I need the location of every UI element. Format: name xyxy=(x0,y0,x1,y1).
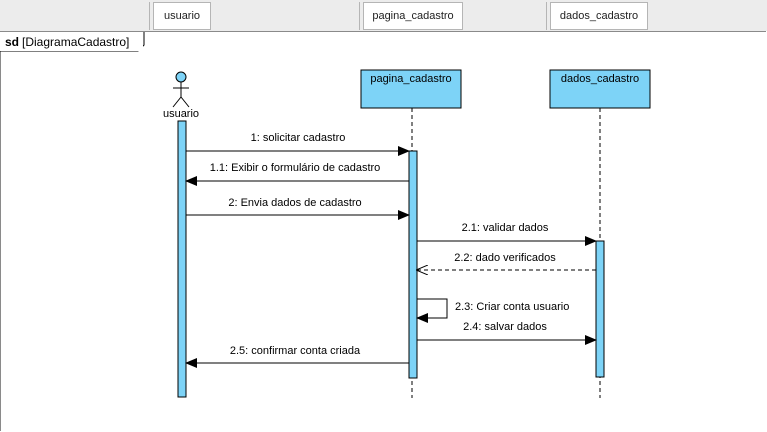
actor-usuario[interactable]: usuario xyxy=(163,71,199,120)
object-dados-cadastro[interactable]: dados_cadastro xyxy=(549,69,651,109)
message-arrow xyxy=(416,298,448,323)
object-box xyxy=(549,69,651,109)
message-1-1[interactable]: 1.1: Exibir o formulário de cadastro xyxy=(185,162,409,186)
activation-usuario xyxy=(177,120,187,398)
message-2-2[interactable]: 2.2: dado verificados xyxy=(417,252,596,270)
lifeline-header-bar: usuario pagina_cadastro dados_cadastro xyxy=(0,0,767,31)
object-pagina-cadastro[interactable]: pagina_cadastro xyxy=(360,69,462,109)
actor-leg-right xyxy=(180,96,190,108)
message-1[interactable]: 1: solicitar cadastro xyxy=(186,132,410,156)
header-tab-usuario[interactable]: usuario xyxy=(153,2,211,30)
header-tab-pagina-cadastro[interactable]: pagina_cadastro xyxy=(363,2,463,30)
message-2-1[interactable]: 2.1: validar dados xyxy=(417,222,597,246)
message-label: 2.2: dado verificados xyxy=(454,252,556,264)
message-2-4[interactable]: 2.4: salvar dados xyxy=(417,321,597,345)
message-label: 2: Envia dados de cadastro xyxy=(228,197,361,209)
actor-head xyxy=(175,71,187,83)
message-2[interactable]: 2: Envia dados de cadastro xyxy=(186,197,410,220)
object-box xyxy=(360,69,462,109)
message-2-5[interactable]: 2.5: confirmar conta criada xyxy=(185,345,409,368)
frame-kind: sd xyxy=(5,34,20,49)
activation-pagina-cadastro xyxy=(408,150,418,379)
header-tab-dados-cadastro[interactable]: dados_cadastro xyxy=(550,2,648,30)
message-label: 1: solicitar cadastro xyxy=(251,132,346,144)
message-label: 2.5: confirmar conta criada xyxy=(230,345,361,357)
actor-label: usuario xyxy=(163,108,199,120)
diagram-canvas xyxy=(0,31,766,431)
frame-name: [DiagramaCadastro] xyxy=(22,34,130,49)
message-label: 1.1: Exibir o formulário de cadastro xyxy=(210,162,381,174)
message-label: 2.4: salvar dados xyxy=(463,321,547,333)
message-label: 2.3: Criar conta usuario xyxy=(455,301,569,313)
object-label: pagina_cadastro xyxy=(370,73,451,85)
activation-dados-cadastro xyxy=(595,240,605,378)
header-separator xyxy=(546,2,547,30)
frame-label: sd [DiagramaCadastro] xyxy=(0,32,144,51)
header-separator xyxy=(359,2,360,30)
header-separator xyxy=(149,2,150,30)
object-label: dados_cadastro xyxy=(561,73,639,85)
message-label: 2.1: validar dados xyxy=(462,222,549,234)
message-2-3[interactable]: 2.3: Criar conta usuario xyxy=(416,298,569,323)
actor-leg-left xyxy=(172,96,182,108)
